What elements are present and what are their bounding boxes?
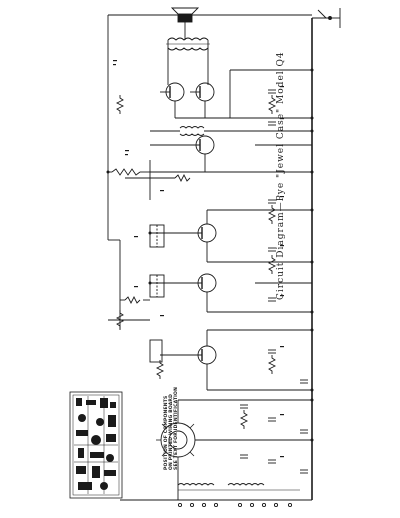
rail-electrolytics	[300, 379, 308, 474]
decoupling-capacitors	[240, 89, 276, 464]
terminal-pins	[177, 502, 293, 508]
aerial-coil-1	[177, 483, 215, 486]
diagram-caption: Circuit Diagram—Pye "Jewel Case" Model Q…	[276, 51, 286, 300]
pcb-layout-inset	[69, 391, 123, 499]
aerial-coil-2	[227, 483, 265, 486]
speaker-icon	[177, 13, 193, 23]
pcb-layout-note-line: SEE TEXT FOR IDENTIFICATION	[174, 386, 179, 470]
bias-resistors	[115, 95, 277, 429]
pcb-layout-note: POSITION OF COMPONENTS ON PRINTED WIRING…	[164, 387, 179, 470]
component-value-marks	[113, 60, 284, 458]
